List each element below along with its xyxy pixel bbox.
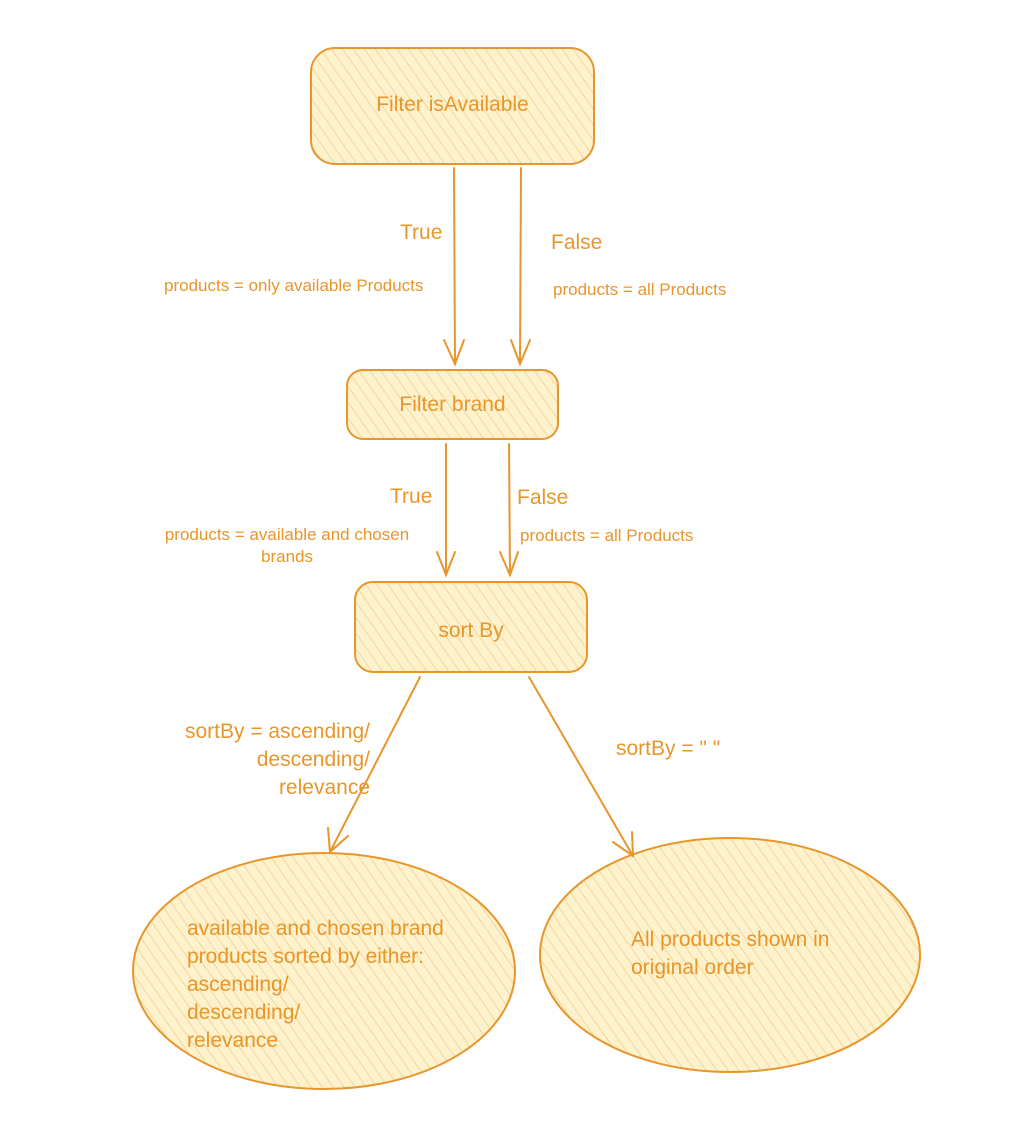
node-filter-is-available — [310, 47, 595, 165]
edge-available-true-effect: products = only available Products — [164, 276, 424, 295]
edge-available-false-effect: products = all Products — [553, 280, 727, 299]
edge-available-true-condition: True — [400, 221, 443, 244]
node-filter-brand — [346, 369, 559, 440]
arrow-available-false — [510, 167, 531, 367]
node-result-sorted — [132, 852, 516, 1090]
arrow-sort-empty — [528, 676, 635, 858]
node-result-original-label: All products shown in original order — [631, 928, 830, 979]
arrow-brand-false — [499, 443, 519, 578]
node-result-sorted-label: available and chosen brand products sort… — [187, 917, 444, 1052]
edge-sort-empty-condition: sortBy = " " — [616, 737, 721, 760]
arrow-available-true — [443, 167, 465, 367]
edge-brand-true-condition: True — [390, 485, 433, 508]
node-filter-brand-label: Filter brand — [399, 393, 506, 416]
edge-brand-false-effect: products = all Products — [520, 526, 694, 545]
node-result-original — [539, 837, 921, 1073]
node-sort-by-label: sort By — [438, 619, 504, 642]
edge-sort-set-condition: sortBy = ascending/ descending/ relevanc… — [184, 720, 370, 799]
edge-brand-true-effect: products = available and chosen brands — [164, 525, 410, 566]
node-filter-is-available-label: Filter isAvailable — [376, 93, 529, 116]
arrow-sort-set — [327, 676, 421, 855]
edge-available-false-condition: False — [551, 231, 603, 254]
edge-brand-false-condition: False — [517, 486, 569, 509]
node-sort-by — [354, 581, 588, 673]
arrow-brand-true — [436, 443, 456, 578]
